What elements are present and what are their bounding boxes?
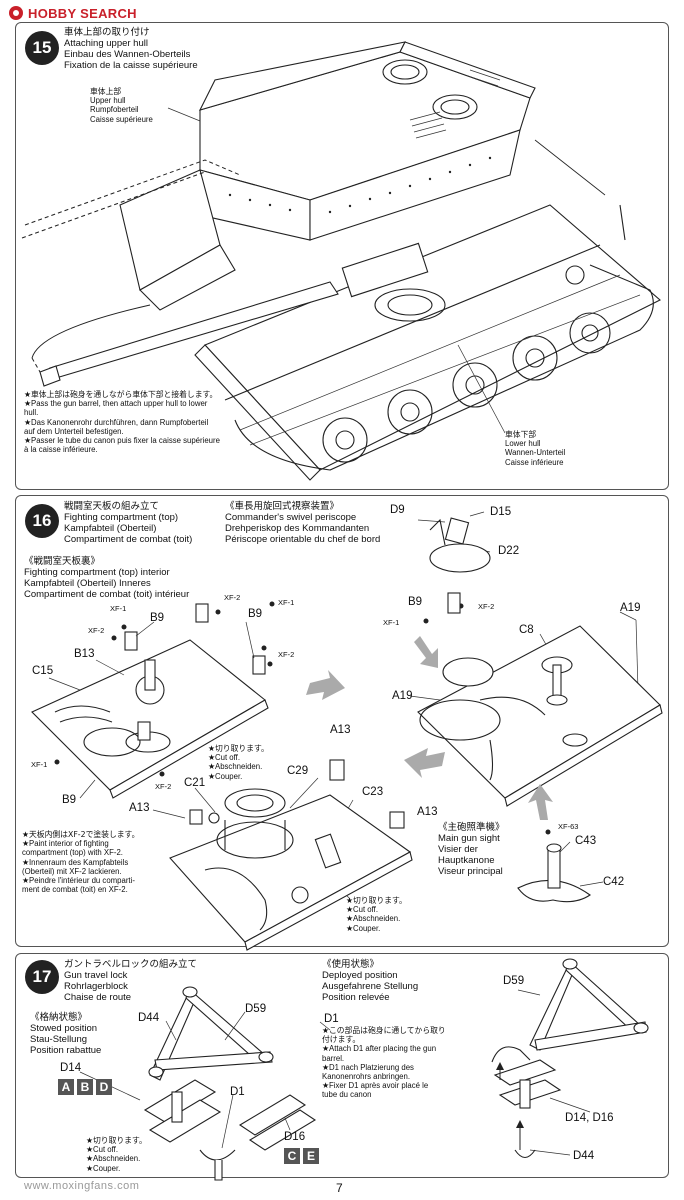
paint-xf63: XF-63 (558, 822, 579, 831)
part-d14: D14 (60, 1062, 82, 1074)
part-b9-lower: B9 (62, 794, 77, 806)
cut-note-b: ★切り取ります。 ★Cut off. ★Abschneiden. ★Couper… (346, 896, 407, 933)
part-c15: C15 (32, 665, 54, 677)
part-d44-deployed: D44 (573, 1150, 595, 1162)
d1-note: ★この部品は砲身に通してから取り 付けます。 ★Attach D1 after … (322, 1026, 446, 1100)
paint-xf1-b: XF-1 (278, 598, 295, 607)
part-c43: C43 (575, 835, 597, 847)
paint-xf1-c: XF-1 (31, 760, 48, 769)
paint-note: ★天板内側はXF-2で塗装します。 ★Paint interior of fig… (22, 830, 140, 895)
part-d59-deployed: D59 (503, 975, 525, 987)
paint-xf2-d: XF-2 (155, 782, 172, 791)
step-16-panel (15, 495, 669, 947)
watermark: www.moxingfans.com (24, 1180, 140, 1192)
paint-xf1-d: XF-1 (383, 618, 400, 627)
part-c8: C8 (519, 624, 534, 636)
step-17-number: 17 (25, 960, 59, 994)
part-d1-stowed: D1 (230, 1086, 245, 1098)
part-c23: C23 (362, 786, 384, 798)
step-17-title: ガントラベルロックの組み立て Gun travel lock Rohrlager… (64, 959, 198, 1003)
part-b9-right: B9 (248, 608, 263, 620)
paint-xf2-b: XF-2 (224, 593, 241, 602)
part-d44-stowed: D44 (138, 1012, 160, 1024)
part-d59-stowed: D59 (245, 1003, 267, 1015)
part-d22: D22 (498, 545, 520, 557)
sprue-c-chip: C (284, 1148, 300, 1164)
stowed-heading: 《格納状態》 Stowed position Stau-Stellung Pos… (30, 1012, 102, 1056)
upper-hull-label: 車体上部 Upper hull Rumpfoberteil Caisse sup… (90, 87, 153, 124)
step-17-panel (15, 953, 669, 1178)
part-d9: D9 (390, 504, 405, 516)
periscope-heading: 《車長用旋回式視察装置》 Commander's swivel periscop… (225, 501, 381, 545)
part-a19-left: A19 (392, 690, 413, 702)
part-c29: C29 (287, 765, 309, 777)
interior-heading: 《戦闘室天板裏》 Fighting compartment (top) inte… (24, 556, 190, 600)
sprue-d-chip: D (96, 1079, 112, 1095)
part-d15: D15 (490, 506, 512, 518)
part-a19-top: A19 (620, 602, 641, 614)
part-c21: C21 (184, 777, 206, 789)
step-15-panel (15, 22, 669, 490)
part-b13: B13 (74, 648, 95, 660)
part-b9-periscope: B9 (408, 596, 423, 608)
part-a13-left: A13 (129, 802, 150, 814)
part-a13-right: A13 (417, 806, 438, 818)
brand-name: HOBBY SEARCH (28, 5, 137, 21)
paint-xf2-c: XF-2 (278, 650, 295, 659)
step-16-number: 16 (25, 504, 59, 538)
gun-sight-heading: 《主砲照準機》 Main gun sight Visier der Hauptk… (438, 822, 505, 877)
step-15-title: 車体上部の取り付け Attaching upper hull Einbau de… (64, 27, 198, 71)
lower-hull-label: 車体下部 Lower hull Wannen-Unterteil Caisse … (505, 430, 566, 467)
paint-xf1-a: XF-1 (110, 604, 127, 613)
upper-hull-drawing (21, 41, 661, 481)
paint-xf2-e: XF-2 (478, 602, 495, 611)
part-d16: D16 (284, 1131, 306, 1143)
step-16-drawing (31, 511, 663, 951)
sprue-e-chip: E (303, 1148, 319, 1164)
sprue-b-chip: B (77, 1079, 93, 1095)
part-d14-d16-deployed: D14, D16 (565, 1112, 614, 1124)
part-c42: C42 (603, 876, 625, 888)
cut-note-a: ★切り取ります。 ★Cut off. ★Abschneiden. ★Couper… (208, 744, 269, 781)
part-a13-top: A13 (330, 724, 351, 736)
page-number: 7 (336, 1181, 343, 1195)
part-b9-upper: B9 (150, 612, 165, 624)
deployed-heading: 《使用状態》 Deployed position Ausgefahrene St… (322, 959, 419, 1003)
sprue-a-chip: A (58, 1079, 74, 1095)
paint-xf2-a: XF-2 (88, 626, 105, 635)
part-d1-deployed: D1 (324, 1013, 339, 1025)
step-15-number: 15 (25, 31, 59, 65)
brand-logo: HOBBY SEARCH (8, 5, 137, 21)
cut-note-step17: ★切り取ります。 ★Cut off. ★Abschneiden. ★Couper… (86, 1136, 147, 1173)
step-16-title: 戦闘室天板の組み立て Fighting compartment (top) Ka… (64, 501, 193, 545)
step-15-note: ★車体上部は砲身を通しながら車体下部と接着します。 ★Pass the gun … (24, 390, 220, 455)
brand-logo-mark-icon (9, 6, 23, 20)
